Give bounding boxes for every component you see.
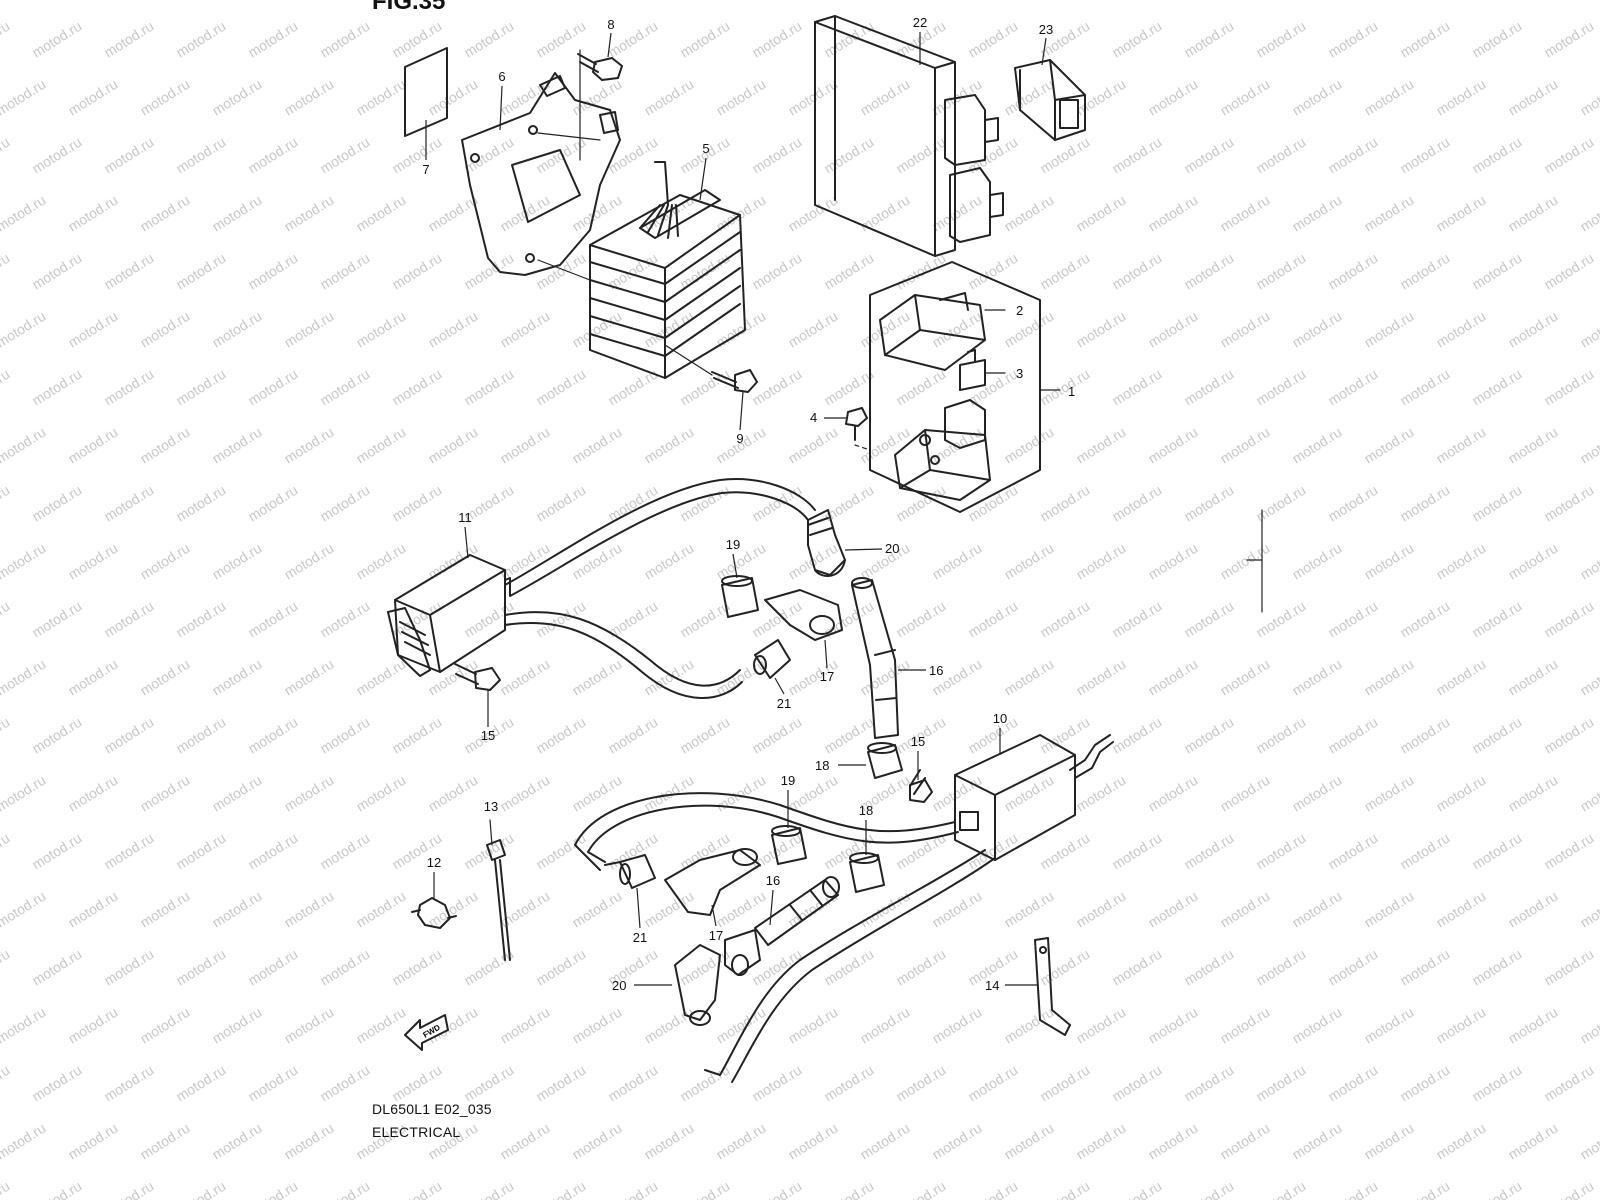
callout-11: 11 [458,510,472,525]
front-lower-lead [504,621,743,699]
part-15-bolt [454,663,501,691]
rear-ht-lead [587,804,959,863]
diagram-title: ELECTRICAL [372,1124,461,1140]
callout-21b: 21 [633,930,647,945]
part-7-label-plate [404,47,448,137]
part-21-grommet [604,854,656,889]
callout-23: 23 [1039,22,1053,37]
part-12-clamp [411,897,457,929]
callout-3: 3 [1016,366,1023,381]
part-23-connector [1014,59,1086,141]
part-8-bolt [577,53,623,81]
part-21-grommet [753,639,791,679]
callout-8: 8 [607,17,614,32]
callout-2: 2 [1016,303,1023,318]
part-14-clamp-strap [1034,937,1071,1036]
part-11-ignition-coil [387,554,511,677]
part-6-bracket [461,72,621,276]
rear-lower-lead [704,849,986,1076]
callout-12: 12 [427,855,441,870]
callout-17b: 17 [709,928,723,943]
callout-5: 5 [702,141,709,156]
front-ht-lead [509,491,809,597]
part-15-bolt [909,769,933,803]
part-13-cable-tie [486,819,511,961]
part-1-starter-relay-box [869,261,1061,513]
diagram-code: DL650L1 E02_035 [372,1101,492,1117]
front-lower-lead [504,611,741,687]
callout-15: 15 [481,728,495,743]
leader-line [537,259,591,281]
callout-21: 21 [777,696,791,711]
rear-lower-lead [731,857,996,1083]
starter-relay [894,399,991,501]
part-17-tube [764,589,843,641]
part-3-fuse [959,349,1006,391]
part-10-ignition-coil [954,734,1114,861]
callout-7: 7 [422,162,429,177]
callout-13: 13 [484,799,498,814]
part-22-ecm [814,15,1004,257]
part-18-seal [849,852,885,893]
part-18-seal [867,742,903,779]
callout-20: 20 [885,541,899,556]
callout-labels: 8 6 7 5 9 22 23 2 3 1 4 11 20 19 16 17 2… [422,15,1075,993]
callout-6: 6 [498,69,505,84]
callout-14: 14 [985,978,999,993]
callout-22: 22 [913,15,927,30]
callout-1: 1 [1068,384,1075,399]
part-20-plug-cap [674,929,761,1026]
part-4-screw [845,407,871,451]
figure-title: FIG.35 [372,0,446,15]
part-19-seal [721,575,759,618]
callout-4: 4 [810,410,817,425]
callout-18: 18 [815,758,829,773]
callout-19b: 19 [781,773,795,788]
callout-19: 19 [726,537,740,552]
callout-16b: 16 [766,873,780,888]
part-2-cover [879,292,1006,371]
callout-10: 10 [993,711,1007,726]
front-ht-lead [504,478,816,586]
callout-9: 9 [736,431,743,446]
callout-18b: 18 [859,803,873,818]
part-17-tube [664,848,761,916]
callout-17: 17 [820,669,834,684]
part-16-plug-pipe [851,577,899,739]
part-19-seal [771,825,807,865]
part-9-screw [664,344,758,393]
leader-line [537,132,601,141]
part-16-plug-pipe [754,876,840,946]
rear-ht-lead [574,792,956,871]
callout-20b: 20 [612,978,626,993]
fwd-arrow-icon [404,1014,449,1051]
callout-15b: 15 [911,734,925,749]
callout-16: 16 [929,663,943,678]
part-5-regulator-rectifier [589,161,746,379]
part-20-plug-cap [807,509,846,577]
